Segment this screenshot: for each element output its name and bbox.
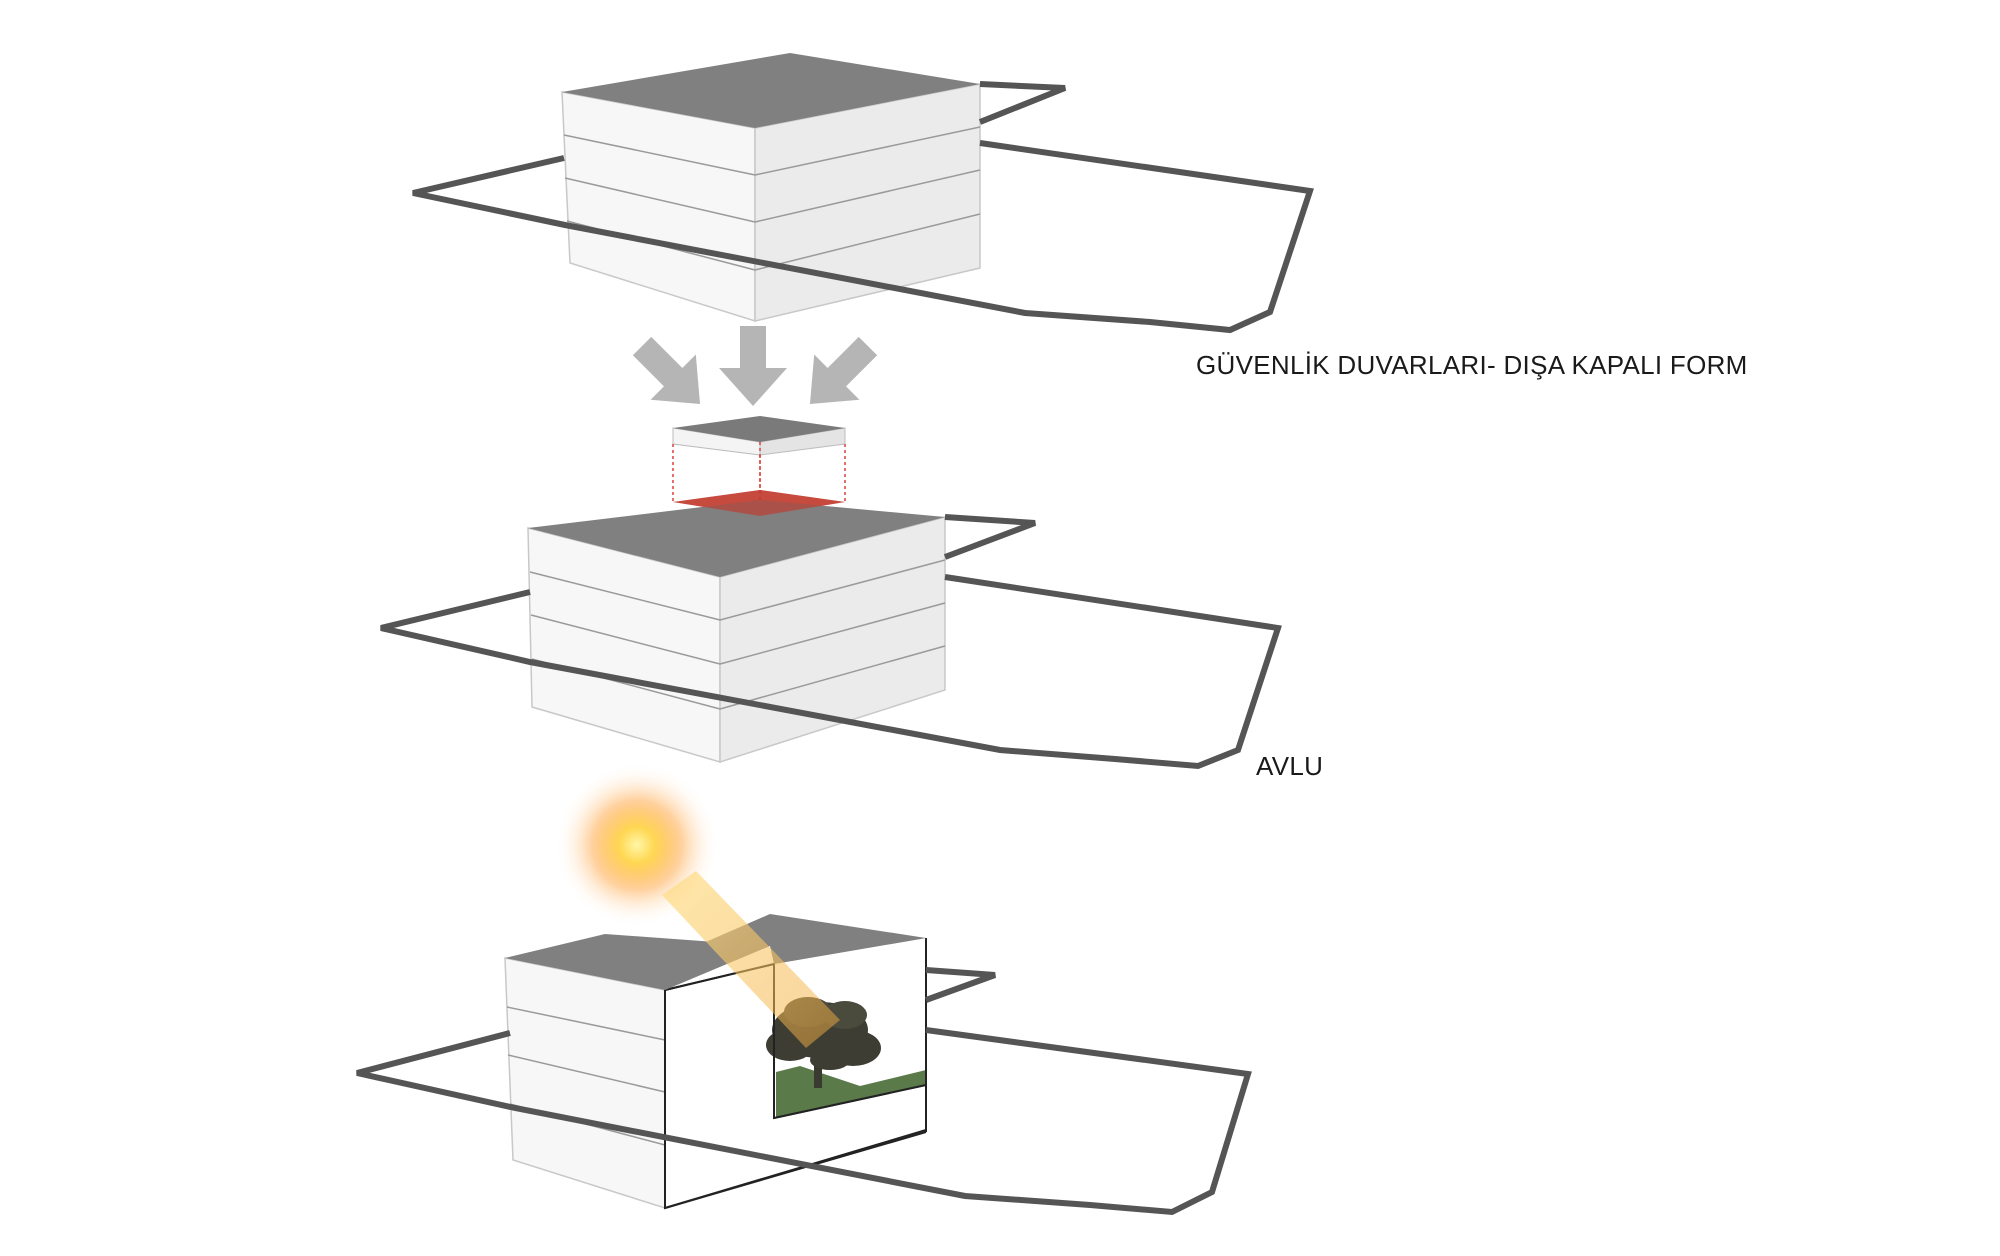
arrow-down-left-icon — [809, 336, 878, 405]
floor-line — [754, 169, 981, 223]
courtyard-cut-block — [380, 490, 1282, 770]
site-outline — [412, 81, 1314, 334]
roof — [528, 500, 945, 577]
closed-form-block — [412, 53, 1314, 334]
courtyard-with-tree-block — [356, 763, 1252, 1216]
roof — [505, 934, 770, 990]
courtyard-grass — [776, 1066, 926, 1118]
site-outline — [380, 514, 1282, 770]
compression-arrows — [632, 326, 878, 406]
floor-line — [564, 177, 756, 223]
floor-line — [754, 213, 981, 271]
roof — [562, 53, 980, 128]
floor-line — [563, 134, 756, 176]
arrow-down-right-icon — [632, 336, 701, 405]
closed-form-caption: GÜVENLİK DUVARLARI- DIŞA KAPALI FORM — [1196, 350, 1748, 380]
courtyard-caption: AVLU — [1256, 751, 1324, 781]
left-wall — [561, 91, 756, 323]
arrow-down-icon — [719, 326, 787, 406]
roof — [692, 914, 926, 964]
sunbeam — [662, 871, 840, 1048]
site-outline — [356, 967, 1252, 1216]
floor-line — [754, 126, 981, 176]
